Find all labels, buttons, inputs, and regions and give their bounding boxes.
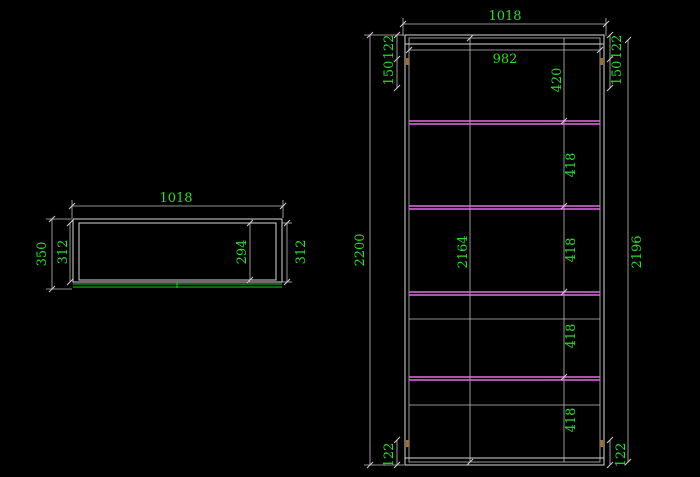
hinge-top-left bbox=[406, 58, 409, 65]
hinge-top-right bbox=[600, 58, 603, 65]
plan-depth-inner-right-label: 312 bbox=[294, 240, 309, 265]
hinge-bottom-left bbox=[406, 440, 409, 447]
plan-depth-outer-label: 350 bbox=[35, 242, 50, 267]
top-space-label: 420 bbox=[550, 68, 565, 93]
shelf-space-label-1: 418 bbox=[564, 153, 579, 178]
plan-depth-inner-left-label: 312 bbox=[56, 240, 71, 265]
shelves bbox=[409, 120, 600, 381]
cabinet-outer-frame bbox=[404, 34, 605, 466]
hinge-bottom-right bbox=[600, 440, 603, 447]
shelf-space-label-3: 418 bbox=[564, 324, 579, 349]
top-right-lower-label: 150 bbox=[610, 61, 625, 86]
total-height-label: 2200 bbox=[353, 233, 368, 266]
cabinet-inner-frame bbox=[408, 37, 601, 463]
right-height-label: 2196 bbox=[630, 235, 645, 268]
bottom-left-label: 122 bbox=[382, 443, 397, 468]
plan-inner-panel bbox=[78, 222, 277, 281]
plan-width-label: 1018 bbox=[159, 191, 192, 206]
elevation-width-label: 1018 bbox=[488, 9, 521, 24]
top-right-upper-label: 122 bbox=[610, 35, 625, 60]
top-left-lower-label: 150 bbox=[382, 61, 397, 86]
plan-outer-panel bbox=[72, 218, 283, 283]
shelf-space-label-4: 418 bbox=[564, 408, 579, 433]
elevation-view: 1018 982 2164 bbox=[353, 9, 645, 469]
bottom-right-label: 122 bbox=[614, 443, 629, 468]
shelf-space-label-2: 418 bbox=[564, 238, 579, 263]
elevation-inner-width-label: 982 bbox=[493, 52, 518, 67]
top-left-upper-label: 122 bbox=[382, 35, 397, 60]
plan-view: 1018 350 312 294 312 bbox=[35, 191, 309, 293]
elevation-inner-height-label: 2164 bbox=[456, 235, 471, 268]
plan-inner-depth-label: 294 bbox=[235, 240, 250, 265]
